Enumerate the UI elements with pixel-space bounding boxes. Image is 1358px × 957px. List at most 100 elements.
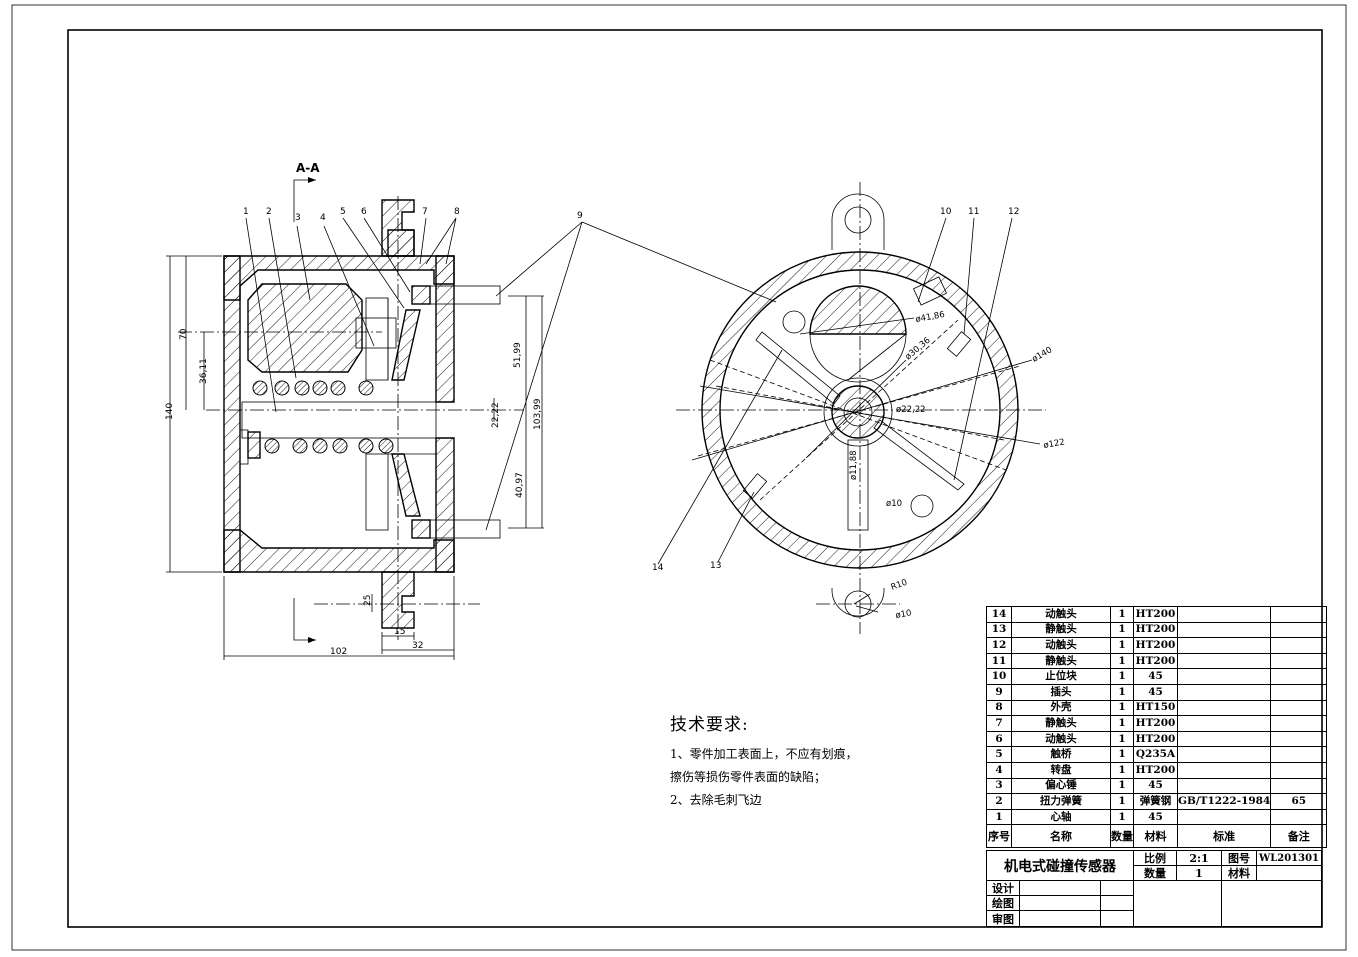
svg-text:103,99: 103,99	[533, 398, 543, 430]
bom-cell-no: 12	[986, 637, 1012, 654]
svg-text:1: 1	[243, 207, 249, 217]
bom-header-note: 备注	[1270, 824, 1328, 849]
bom-cell-name: 静触头	[1011, 652, 1111, 670]
bom-cell-material: HT200	[1133, 621, 1178, 639]
svg-text:15: 15	[394, 627, 405, 637]
svg-text:10: 10	[940, 207, 952, 217]
draw-date	[1100, 895, 1134, 911]
qty-value: 1	[1176, 865, 1222, 881]
draw-value	[1019, 895, 1101, 911]
bom-cell-material: HT200	[1133, 606, 1178, 623]
bom-cell-qty: 1	[1110, 668, 1134, 685]
svg-text:12: 12	[1008, 207, 1019, 217]
bom-cell-standard	[1176, 652, 1272, 670]
bom-cell-qty: 1	[1110, 761, 1134, 779]
bom-cell-qty: 1	[1110, 793, 1134, 810]
bom-cell-no: 13	[986, 621, 1012, 639]
bom-header-no: 序号	[986, 824, 1012, 849]
inner-border	[67, 29, 1323, 928]
bom-header-name: 名称	[1011, 824, 1111, 849]
bom-cell-material: 45	[1133, 668, 1178, 685]
bom-cell-name: 动触头	[1011, 730, 1111, 748]
blank-cell-a	[1133, 880, 1222, 927]
bom-cell-note: 65	[1270, 793, 1328, 810]
svg-text:4: 4	[320, 213, 326, 223]
torsion-spring	[252, 380, 394, 454]
bom-cell-material: Q235A	[1133, 746, 1178, 763]
bom-cell-name: 扭力弹簧	[1011, 793, 1111, 810]
bom-cell-note	[1270, 808, 1328, 826]
bom-cell-standard	[1176, 715, 1272, 732]
bom-cell-no: 8	[986, 699, 1012, 717]
bom-cell-qty: 1	[1110, 699, 1134, 717]
bom-cell-material: HT150	[1133, 699, 1178, 717]
bom-cell-no: 14	[986, 606, 1012, 623]
svg-text:ø30,36: ø30,36	[904, 336, 933, 363]
bom-cell-qty: 1	[1110, 777, 1134, 795]
bom-cell-no: 10	[986, 668, 1012, 685]
bom-cell-name: 止位块	[1011, 668, 1111, 685]
svg-text:R10: R10	[890, 578, 909, 593]
bom-cell-standard	[1176, 606, 1272, 623]
svg-text:ø10: ø10	[886, 499, 902, 509]
bom-cell-no: 9	[986, 683, 1012, 701]
title-block: 机电式碰撞传感器 比例 2:1 图号 WL201301 数量 1 材料 设计 绘…	[986, 850, 1322, 927]
svg-text:140: 140	[165, 403, 175, 420]
bom-cell-note	[1270, 761, 1328, 779]
svg-text:ø122: ø122	[1043, 437, 1066, 451]
svg-text:14: 14	[652, 563, 664, 573]
housing-left-wall	[223, 255, 241, 573]
svg-text:ø22,22: ø22,22	[896, 405, 926, 415]
bom-cell-no: 11	[986, 652, 1012, 670]
tech-line-3: 2、去除毛刺飞边	[670, 793, 762, 807]
svg-text:36,11: 36,11	[199, 358, 209, 384]
drawing-name: 机电式碰撞传感器	[986, 850, 1134, 882]
bom-cell-qty: 1	[1110, 637, 1134, 654]
design-date	[1100, 880, 1134, 896]
bom-cell-name: 插头	[1011, 683, 1111, 701]
bom-cell-material: HT200	[1133, 637, 1178, 654]
review-label: 审图	[986, 910, 1020, 927]
svg-text:8: 8	[454, 207, 460, 217]
bom-cell-qty: 1	[1110, 715, 1134, 732]
bom-cell-note	[1270, 715, 1328, 732]
bom-cell-qty: 1	[1110, 621, 1134, 639]
bom-cell-standard	[1176, 621, 1272, 639]
bom-cell-note	[1270, 621, 1328, 639]
bom-cell-qty: 1	[1110, 683, 1134, 701]
bom-cell-material: HT200	[1133, 715, 1178, 732]
bom-cell-standard	[1176, 777, 1272, 795]
bom-cell-qty: 1	[1110, 730, 1134, 748]
bom-cell-name: 动触头	[1011, 606, 1111, 623]
bom-cell-no: 1	[986, 808, 1012, 826]
bom-cell-note	[1270, 683, 1328, 701]
draw-label: 绘图	[986, 895, 1020, 911]
bom-cell-name: 动触头	[1011, 637, 1111, 654]
bom-cell-qty: 1	[1110, 808, 1134, 826]
bom-cell-name: 静触头	[1011, 715, 1111, 732]
svg-text:ø10: ø10	[895, 608, 913, 621]
bom-cell-name: 心轴	[1011, 808, 1111, 826]
svg-text:51,99: 51,99	[513, 342, 523, 368]
bom-cell-name: 偏心锤	[1011, 777, 1111, 795]
bom-header-row: 序号名称数量材料标准备注	[986, 824, 1328, 849]
bom-cell-qty: 1	[1110, 606, 1134, 623]
bom-cell-note	[1270, 606, 1328, 623]
svg-text:13: 13	[710, 561, 721, 571]
bom-cell-standard	[1176, 761, 1272, 779]
svg-text:25: 25	[363, 595, 373, 606]
svg-text:5: 5	[340, 207, 346, 217]
bom-cell-note	[1270, 730, 1328, 748]
bom-cell-standard	[1176, 730, 1272, 748]
svg-text:22,22: 22,22	[491, 402, 501, 428]
material-value	[1256, 865, 1322, 881]
bom-cell-no: 6	[986, 730, 1012, 748]
